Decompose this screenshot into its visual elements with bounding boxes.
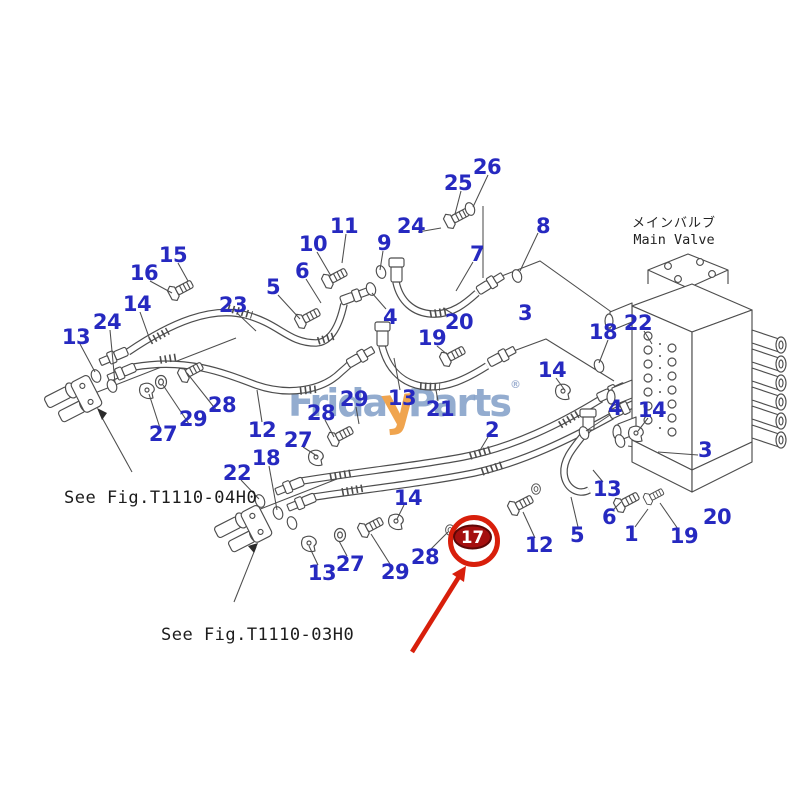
- highlight-arrowhead: [452, 566, 466, 582]
- see-fig-arrows: [97, 408, 258, 603]
- highlight-ring: [448, 515, 500, 567]
- valve-caption-jp: メインバルブ: [631, 216, 716, 231]
- highlight-overlay: 17: [410, 515, 500, 654]
- flange-assembly-left: [44, 375, 103, 423]
- valve-side-cylinders: [751, 329, 787, 449]
- hydraulic-hoses: [128, 282, 612, 497]
- registered-mark: ®: [510, 378, 522, 391]
- main-valve-assembly: [604, 253, 787, 493]
- highlight-balloon: [453, 524, 492, 550]
- ref-fig-t1110-03h0: See Fig.T1110-03H0: [161, 625, 355, 645]
- highlight-arrow: [410, 573, 462, 654]
- highlighted-part-number: 17: [461, 528, 484, 547]
- hose-fittings: [97, 257, 640, 515]
- ref-fig-t1110-04h0: See Fig.T1110-04H0: [64, 488, 258, 508]
- valve-caption: メインバルブ Main Valve: [604, 216, 744, 249]
- leader-lines: [79, 174, 699, 566]
- valve-caption-en: Main Valve: [633, 232, 715, 249]
- flange-assembly-bottom: [214, 505, 273, 553]
